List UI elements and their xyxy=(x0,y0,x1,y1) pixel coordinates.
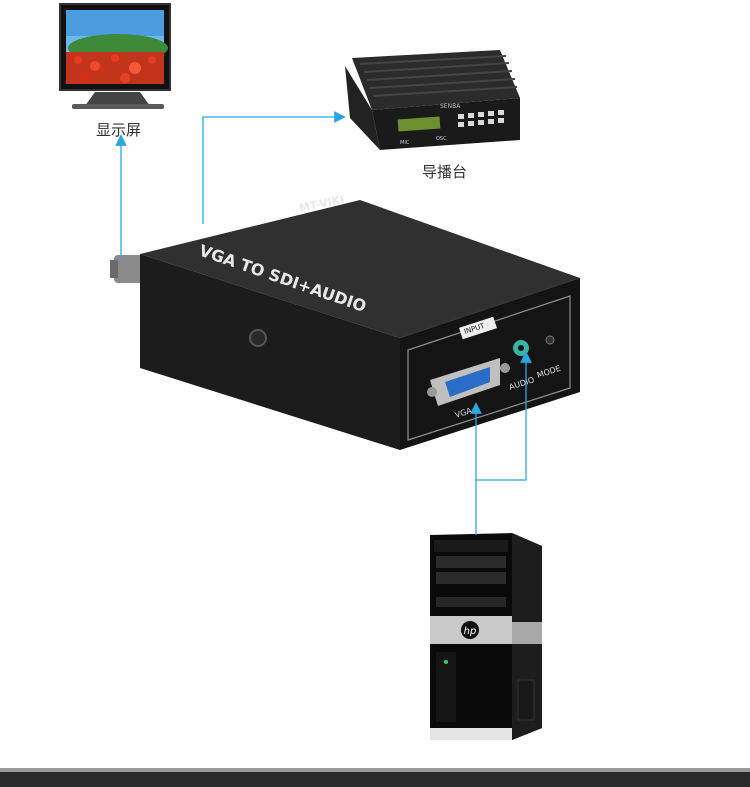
bnc-connector xyxy=(114,255,144,283)
converter-box: VGA TO SDI+AUDIO MT-VIKI INPUT VGA AUDIO… xyxy=(110,193,580,450)
monitor-label: 显示屏 xyxy=(96,121,142,139)
mixer-mic-label: MIC xyxy=(400,140,410,146)
mixer-osc-label: OSC xyxy=(436,136,447,142)
mixer-label: 导播台 xyxy=(422,163,468,181)
monitor-image xyxy=(59,3,171,109)
mixer-image: MIC OSC SENBA xyxy=(345,50,520,150)
line-pc-to-audio xyxy=(476,351,532,481)
pc-tower-image: hp xyxy=(430,533,542,740)
connection-lines xyxy=(115,111,532,535)
line-to-mixer xyxy=(202,111,346,224)
bottom-bar xyxy=(0,768,750,787)
mixer-brand: SENBA xyxy=(440,103,461,110)
pc-logo: hp xyxy=(464,626,477,637)
